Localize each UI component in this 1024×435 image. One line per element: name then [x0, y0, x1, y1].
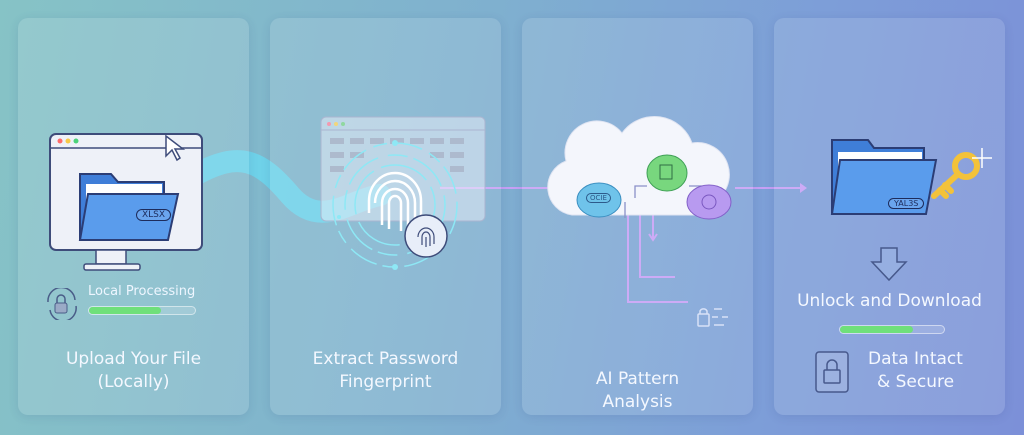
- upload-progress-bar: [88, 306, 196, 315]
- file-type-badge: XLSX: [136, 209, 172, 221]
- brain-icon: [576, 154, 732, 220]
- secure-drive-icon: [815, 351, 849, 393]
- title-line: Analysis: [602, 392, 673, 412]
- brain-label: OCIE: [586, 193, 611, 203]
- file-type-badge: YAL3S: [888, 198, 925, 209]
- step-unlock-panel: YAL3S Unlock and Download Data Intact & …: [774, 18, 1005, 415]
- title-line: Upload Your File: [65, 349, 202, 369]
- fingerprint-badge-icon: [404, 214, 448, 258]
- step-title: Extract Password Fingerprint: [270, 348, 501, 394]
- unlock-download-label[interactable]: Unlock and Download: [797, 291, 982, 311]
- download-arrow-icon: [870, 247, 908, 282]
- step-title: Upload Your File (Locally): [18, 348, 249, 394]
- step-title: Data Intact & Secure: [846, 348, 985, 394]
- title-line: Extract Password: [312, 349, 459, 369]
- title-line: & Secure: [876, 372, 955, 392]
- upload-progress-fill: [89, 307, 162, 314]
- title-line: (Locally): [97, 372, 170, 392]
- key-icon: [931, 148, 992, 199]
- folder-icon: [830, 139, 938, 215]
- step-upload-panel: XLSX Local Processing Upload Your File (…: [18, 18, 249, 415]
- spreadsheet-window: [320, 116, 486, 222]
- download-progress-fill: [840, 326, 913, 333]
- fingerprint-icon: [332, 140, 458, 270]
- lock-sync-icon: [47, 288, 77, 320]
- step-title: AI Pattern Analysis: [522, 368, 753, 414]
- download-progress-bar: [839, 325, 945, 334]
- local-processing-label: Local Processing: [88, 284, 196, 299]
- title-line: Data Intact: [868, 349, 963, 369]
- title-line: Fingerprint: [339, 372, 432, 392]
- step-fingerprint-panel: Extract Password Fingerprint: [270, 18, 501, 415]
- cursor-icon: [165, 134, 186, 162]
- step-ai-analysis-panel: OCIE AI Pattern Analysis: [522, 18, 753, 415]
- title-line: AI Pattern: [595, 369, 680, 389]
- folder-icon: [78, 173, 180, 241]
- lock-icon: [697, 308, 728, 327]
